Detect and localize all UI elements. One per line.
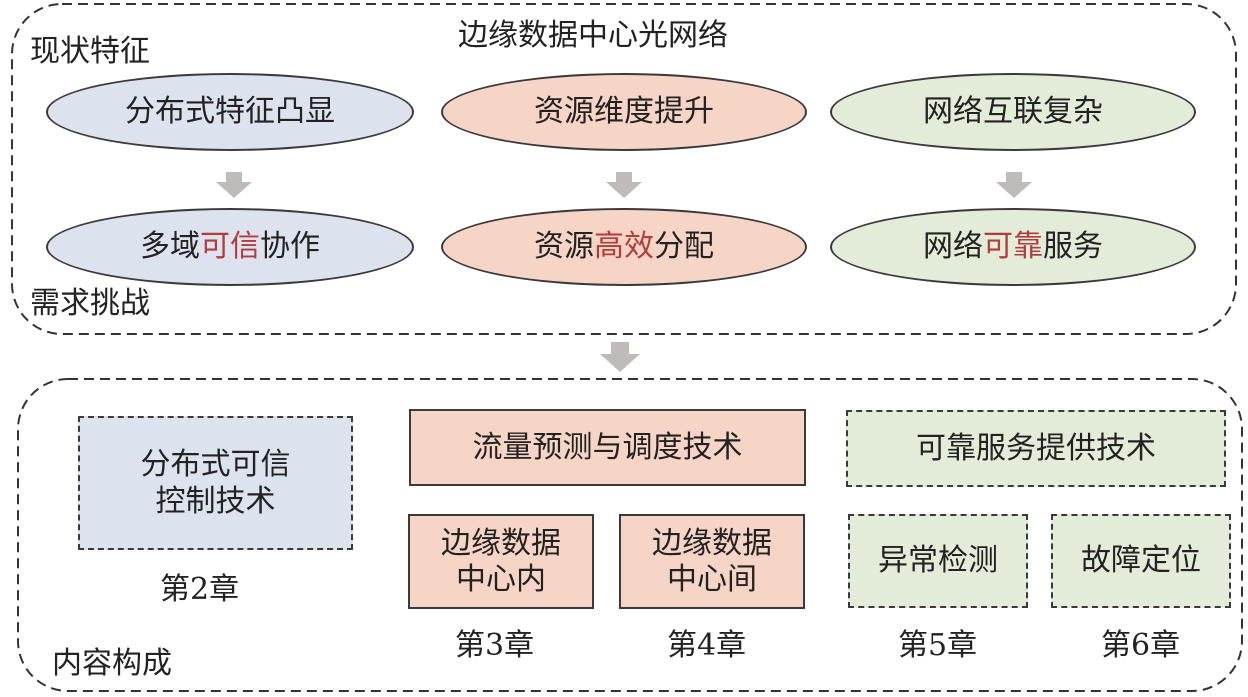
challenge-pre: 资源 xyxy=(534,229,594,264)
bottom-dashed-container xyxy=(17,378,1243,692)
box-fault-localization: 故障定位 xyxy=(1051,514,1231,608)
challenge-highlight: 可信 xyxy=(200,229,260,264)
challenge-ellipse-efficient: 资源高效分配 xyxy=(441,208,807,286)
down-arrow-icon xyxy=(996,172,1032,198)
chapter-6-label: 第6章 xyxy=(1101,628,1181,663)
box-line: 控制技术 xyxy=(155,484,276,519)
challenge-pre: 网络 xyxy=(923,229,983,264)
chapter-2-label: 第2章 xyxy=(160,572,240,607)
label-demand-challenges: 需求挑战 xyxy=(30,286,150,321)
box-line: 中心间 xyxy=(667,561,757,597)
box-title: 异常检测 xyxy=(878,543,998,578)
diagram-title: 边缘数据中心光网络 xyxy=(458,18,728,53)
box-line: 边缘数据 xyxy=(441,525,561,561)
down-arrow-icon xyxy=(606,172,642,198)
challenge-post: 服务 xyxy=(1043,229,1103,264)
chapter-5-label: 第5章 xyxy=(898,628,978,663)
box-anomaly-detection: 异常检测 xyxy=(848,514,1028,608)
feature-text: 网络互联复杂 xyxy=(923,94,1103,129)
feature-ellipse-distributed: 分布式特征凸显 xyxy=(46,73,414,151)
box-distributed-trusted-control: 分布式可信 控制技术 xyxy=(78,416,353,550)
label-current-features: 现状特征 xyxy=(30,34,150,69)
feature-text: 分布式特征凸显 xyxy=(125,94,335,129)
challenge-pre: 多域 xyxy=(140,229,200,264)
feature-ellipse-resource: 资源维度提升 xyxy=(441,73,807,151)
box-title: 流量预测与调度技术 xyxy=(472,429,743,465)
box-intra-datacenter: 边缘数据 中心内 xyxy=(408,514,594,609)
chapter-3-label: 第3章 xyxy=(455,628,535,663)
challenge-highlight: 高效 xyxy=(594,229,654,264)
challenge-ellipse-reliable: 网络可靠服务 xyxy=(830,208,1196,286)
box-title: 故障定位 xyxy=(1081,543,1201,578)
challenge-post: 分配 xyxy=(654,229,714,264)
box-reliable-service: 可靠服务提供技术 xyxy=(846,410,1226,487)
top-dashed-container xyxy=(11,3,1237,335)
chapter-4-label: 第4章 xyxy=(667,628,747,663)
box-line: 中心内 xyxy=(456,561,546,597)
box-traffic-prediction: 流量预测与调度技术 xyxy=(409,409,806,486)
challenge-ellipse-trusted: 多域可信协作 xyxy=(46,208,414,286)
label-content-composition: 内容构成 xyxy=(52,646,172,681)
box-line: 边缘数据 xyxy=(652,525,772,561)
down-arrow-icon xyxy=(216,172,252,198)
challenge-highlight: 可靠 xyxy=(983,229,1043,264)
box-line: 分布式可信 xyxy=(140,446,291,482)
challenge-post: 协作 xyxy=(260,229,320,264)
box-inter-datacenter: 边缘数据 中心间 xyxy=(619,514,805,609)
box-title: 可靠服务提供技术 xyxy=(916,430,1156,466)
feature-ellipse-network: 网络互联复杂 xyxy=(830,73,1196,151)
section-down-arrow-icon xyxy=(600,342,640,372)
feature-text: 资源维度提升 xyxy=(534,94,714,129)
